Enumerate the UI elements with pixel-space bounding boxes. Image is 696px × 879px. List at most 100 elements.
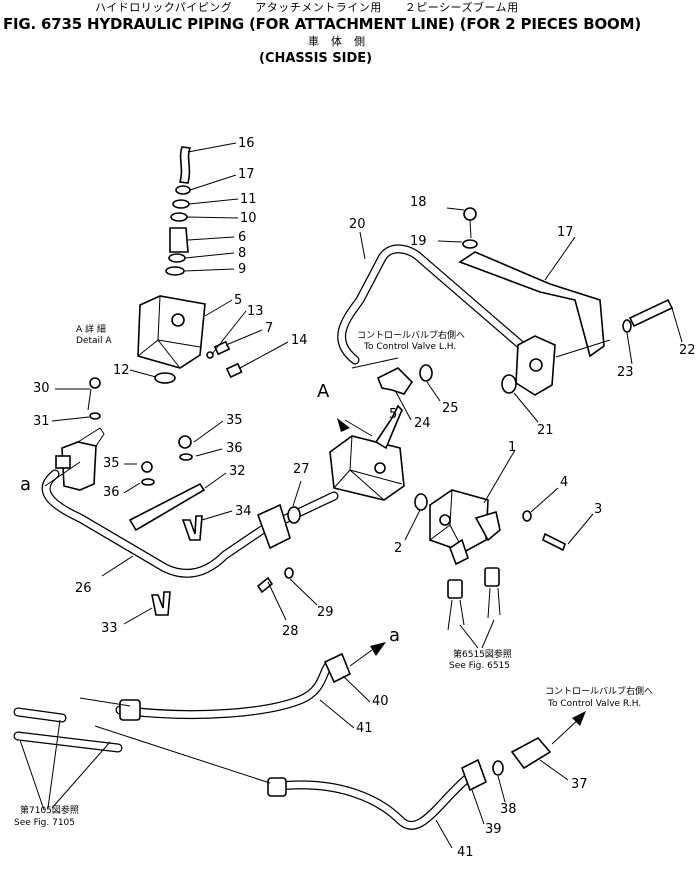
callout-3: 3 (594, 502, 603, 517)
clamp-34 (181, 515, 203, 541)
washer-36 (141, 478, 155, 486)
control-valve-lh-jp: コントロールバルブ右側へ (357, 331, 466, 341)
callout-41: 41 (356, 721, 373, 736)
oring-25 (419, 364, 433, 382)
callout-36: 36 (226, 441, 243, 456)
tube-16 (178, 146, 192, 184)
view-arrow-letter: A (317, 381, 330, 402)
callout-26: 26 (75, 581, 92, 596)
callout-13: 13 (247, 304, 264, 319)
callout-5b: 5 (389, 407, 398, 422)
oring-21 (501, 374, 517, 394)
control-valve-rh: To Control Valve R.H. (548, 699, 642, 709)
callout-18: 18 (410, 195, 427, 210)
control-valve-rh-jp: コントロールバルブ右側へ (545, 687, 654, 697)
callout-22: 22 (679, 343, 696, 358)
plug-14 (225, 362, 243, 379)
callout-9: 9 (238, 262, 247, 277)
washer-4 (522, 510, 532, 522)
callout-28: 28 (282, 624, 299, 639)
block-5-center (329, 435, 405, 501)
subtitle-japanese: 車 体 側 (308, 35, 366, 48)
callout-31: 31 (33, 414, 50, 429)
detail-a-label: Detail A (76, 336, 112, 346)
callout-35b: 35 (103, 456, 120, 471)
see-fig-7105: See Fig. 7105 (14, 818, 76, 828)
connection-letter-a-right: a (389, 625, 401, 646)
bolt-22 (628, 298, 674, 328)
callout-32: 32 (229, 464, 246, 479)
see-fig-6515-jp: 第6515図参照 (453, 650, 512, 660)
clamp-33 (151, 591, 171, 616)
oring-2 (414, 493, 428, 511)
callout-11: 11 (240, 192, 257, 207)
fitting-6 (169, 227, 189, 253)
washer-29 (284, 567, 294, 579)
callout-19: 19 (410, 234, 427, 249)
callout-10: 10 (240, 211, 257, 226)
callout-21: 21 (537, 423, 554, 438)
callout-16: 16 (238, 136, 255, 151)
figure-subtitle: (CHASSIS SIDE) (259, 51, 373, 66)
callout-8: 8 (238, 246, 247, 261)
callout-17: 17 (238, 167, 255, 182)
callout-4: 4 (560, 475, 569, 490)
washer-36b (179, 453, 193, 461)
callout-17b: 17 (557, 225, 574, 240)
fitting-40 (323, 652, 352, 684)
callout-2: 2 (394, 541, 403, 556)
bolt-30 (89, 377, 101, 389)
callout-36b: 36 (103, 485, 120, 500)
callout-40: 40 (372, 694, 389, 709)
nut-a (55, 455, 71, 469)
flange-27 (256, 503, 291, 550)
callout-41b: 41 (457, 845, 474, 860)
oring-12 (154, 372, 176, 384)
callout-37: 37 (571, 777, 588, 792)
callout-30: 30 (33, 381, 50, 396)
washer-23 (622, 319, 632, 333)
ring-11 (172, 199, 190, 209)
bolt-18 (463, 207, 477, 221)
bolt-3 (542, 532, 566, 552)
plate-32 (128, 482, 206, 532)
washer-31 (89, 412, 101, 420)
ring-10 (170, 212, 188, 222)
pipe-stub-5 (374, 404, 403, 450)
adapter-37 (510, 736, 552, 770)
bolt-28 (256, 576, 274, 594)
detail-a-label-jp: A 詳 細 (76, 325, 106, 335)
see-fig-6515: See Fig. 6515 (449, 661, 511, 671)
callout-5: 5 (234, 293, 243, 308)
control-valve-lh: To Control Valve L.H. (364, 342, 457, 352)
elbow-1b (474, 510, 501, 542)
callout-38: 38 (500, 802, 517, 817)
see-fig-7105-jp: 第7105図参照 (20, 806, 79, 816)
fitting-39 (461, 758, 487, 792)
oring-27 (287, 506, 301, 524)
callout-39: 39 (485, 822, 502, 837)
callout-20: 20 (349, 217, 366, 232)
nut-17 (175, 185, 191, 195)
ring-9 (165, 266, 185, 276)
callout-6: 6 (238, 230, 247, 245)
callout-33: 33 (101, 621, 118, 636)
callout-35: 35 (226, 413, 243, 428)
callout-1: 1 (508, 440, 517, 455)
connection-letter-a-left: a (20, 474, 32, 495)
washer-19 (462, 239, 478, 249)
bracket-17 (458, 251, 605, 358)
plug-7 (213, 340, 231, 356)
callout-27: 27 (293, 462, 310, 477)
nut-35 (141, 461, 153, 473)
oring-38 (492, 760, 504, 776)
callout-23: 23 (617, 365, 634, 380)
callout-12: 12 (113, 363, 130, 378)
callout-25: 25 (442, 401, 459, 416)
callout-7: 7 (265, 321, 274, 336)
figure-title: FIG. 6735 HYDRAULIC PIPING (FOR ATTACHME… (3, 15, 641, 33)
callout-29: 29 (317, 605, 334, 620)
detail-a-stack (129, 142, 289, 384)
title-japanese: ハイドロリックパイピング アタッチメントライン用 ２ピーシーズブーム用 (95, 1, 519, 14)
